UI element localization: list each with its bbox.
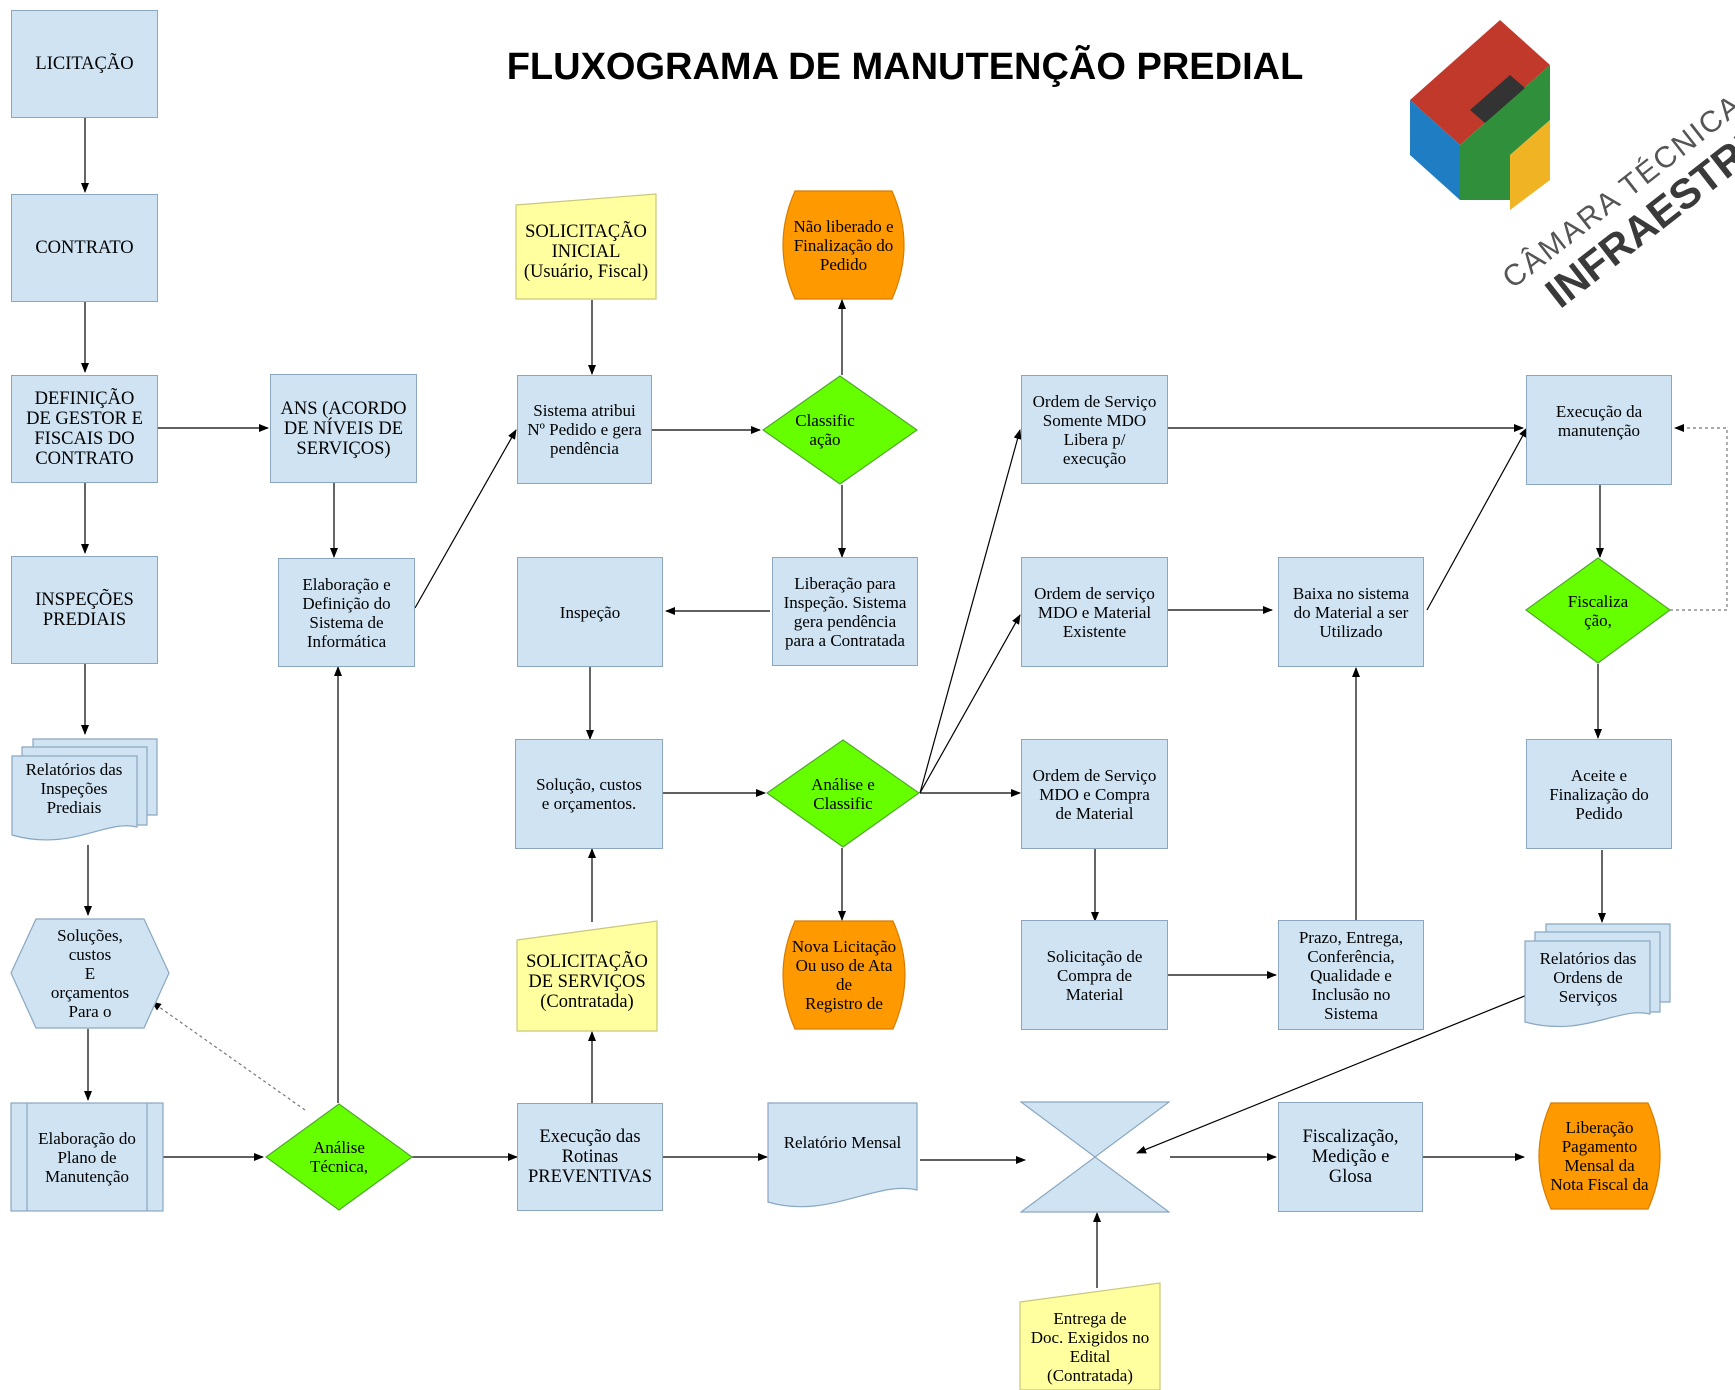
node-contrato: CONTRATO (11, 194, 158, 302)
node-fiscalizacao-decision: Fiscaliza ção, (1525, 557, 1671, 664)
node-os-mdo-compra: Ordem de Serviço MDO e Compra de Materia… (1021, 739, 1168, 849)
node-solucoes-hexagon: Soluções, custos E orçamentos Para o (10, 918, 170, 1029)
node-execucao-manutencao: Execução da manutenção (1526, 375, 1672, 485)
arrow-fiscalizacao-loop (1670, 424, 1728, 611)
node-hourglass-collate (1020, 1101, 1170, 1213)
node-definicao-gestor: DEFINIÇÃO DE GESTOR E FISCAIS DO CONTRAT… (11, 375, 158, 483)
node-os-somente-mdo: Ordem de Serviço Somente MDO Libera p/ e… (1021, 375, 1168, 484)
node-elaboracao-plano: Elaboração do Plano de Manutenção (10, 1102, 164, 1212)
node-classificacao: Classific ação (762, 375, 918, 485)
node-liberacao-inspecao: Liberação para Inspeção. Sistema gera pe… (772, 557, 918, 666)
node-os-mdo-material: Ordem de serviço MDO e Material Existent… (1021, 557, 1168, 667)
node-nova-licitacao: Nova Licitação Ou uso de Ata de Registro… (770, 920, 918, 1030)
node-licitacao: LICITAÇÃO (11, 10, 158, 118)
page-title: FLUXOGRAMA DE MANUTENÇÃO PREDIAL (506, 46, 1304, 88)
node-analise-classific: Análise e Classific (766, 739, 920, 848)
node-entrega-docs: Entrega de Doc. Exigidos no Edital (Cont… (1019, 1282, 1161, 1390)
node-execucao-rotinas: Execução das Rotinas PREVENTIVAS (517, 1103, 663, 1211)
node-inspecoes-prediais: INSPEÇÕES PREDIAIS (11, 556, 158, 664)
node-relatorios-inspecoes: Relatórios das Inspeções Prediais (11, 737, 159, 845)
node-aceite-finalizacao: Aceite e Finalização do Pedido (1526, 739, 1672, 849)
node-solicitacao-inicial: SOLICITAÇÃO INICIAL (Usuário, Fiscal) (515, 193, 657, 300)
node-relatorios-os: Relatórios das Ordens de Serviços (1524, 922, 1672, 1030)
arrow-baixa-execucao (1426, 427, 1528, 611)
node-elaboracao-sistema: Elaboração e Definição do Sistema de Inf… (278, 558, 415, 667)
arrow-elaboracao-sistema-sistema-atribui (414, 429, 517, 609)
arrow-analise-os-material (919, 614, 1021, 794)
camara-tecnica-logo: CÂMARA TÉCNICA D INFRAESTRUTU (1410, 0, 1735, 317)
node-inspecao: Inspeção (517, 557, 663, 667)
node-solicitacao-servicos: SOLICITAÇÃO DE SERVIÇOS (Contratada) (516, 920, 658, 1032)
node-analise-tecnica: Análise Técnica, (265, 1103, 413, 1211)
node-solucao-custos: Solução, custos e orçamentos. (515, 739, 663, 849)
node-nao-liberado: Não liberado e Finalização do Pedido (770, 190, 917, 300)
node-sistema-atribui: Sistema atribui Nº Pedido e gera pendênc… (517, 375, 652, 484)
node-baixa-sistema: Baixa no sistema do Material a ser Utili… (1278, 557, 1424, 667)
node-fiscalizacao-medicao: Fiscalização, Medição e Glosa (1278, 1102, 1423, 1212)
arrow-relatorios-os-hourglass (1136, 994, 1528, 1154)
arrow-analise-os-mdo (919, 429, 1022, 794)
arrow-analise-solucoes (151, 1001, 306, 1111)
node-relatorio-mensal: Relatório Mensal (767, 1102, 918, 1212)
node-ans: ANS (ACORDO DE NÍVEIS DE SERVIÇOS) (270, 374, 417, 483)
node-prazo-entrega: Prazo, Entrega, Conferência, Qualidade e… (1278, 920, 1424, 1030)
node-liberacao-pagamento: Liberação Pagamento Mensal da Nota Fisca… (1526, 1102, 1673, 1210)
node-solicitacao-compra: Solicitação de Compra de Material (1021, 920, 1168, 1030)
